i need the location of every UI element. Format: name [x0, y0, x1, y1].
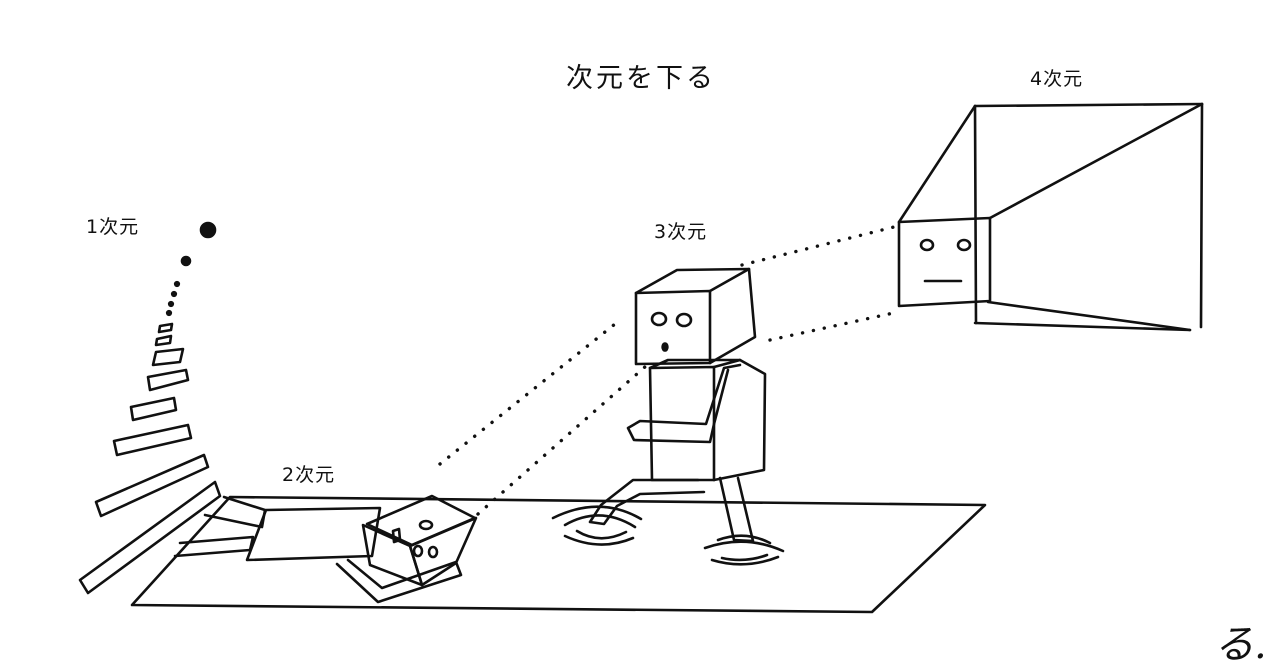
- strip-2: [154, 334, 173, 347]
- robot-head-side: [708, 267, 757, 365]
- tesseract-eye-right: [956, 238, 972, 252]
- robot-leg-left: [588, 478, 706, 526]
- tesseract-diagonal-top: [988, 102, 1204, 220]
- ripple-left-4: [563, 534, 635, 546]
- tesseract-front-face: [897, 216, 992, 308]
- tesseract-back-edge-right: [1199, 102, 1204, 329]
- flat-robot-2d: [173, 494, 478, 604]
- flat-eye-1: [418, 519, 434, 531]
- strip-1: [157, 322, 174, 334]
- flat-leg: [335, 558, 463, 604]
- robot-mouth: [661, 342, 669, 352]
- label-dimension-3: 3次元: [654, 221, 708, 243]
- ripple-left-3: [575, 529, 628, 540]
- dimension-1-sequence: [78, 221, 222, 595]
- tesseract-eye-left: [919, 238, 935, 252]
- strip-6: [112, 423, 193, 457]
- flat-eye-3: [427, 545, 439, 559]
- standing-robot-3d: [551, 267, 785, 566]
- tesseract-4d: [897, 102, 1204, 332]
- robot-head-front: [634, 289, 712, 366]
- flat-head-top: [365, 494, 477, 547]
- page-title: 次元を下る: [566, 63, 716, 94]
- strip-8: [78, 480, 222, 595]
- floor-mat: [130, 495, 987, 614]
- ripple-left-1: [563, 514, 637, 529]
- ripple-right-3: [720, 553, 769, 562]
- projection-3d-lower: [476, 364, 648, 516]
- robot-leg-right: [718, 476, 755, 543]
- projection-lines: [438, 224, 900, 516]
- flat-body: [245, 506, 382, 562]
- tesseract-back-edge-bottom: [973, 321, 1192, 332]
- flat-mouth: [391, 527, 402, 544]
- projection-3d-upper: [438, 318, 622, 466]
- robot-head-top: [634, 267, 751, 295]
- artist-signature: る.: [1214, 622, 1267, 668]
- ripple-right-2: [703, 540, 785, 553]
- label-dimension-4: 4次元: [1030, 68, 1084, 90]
- robot-eye-right: [675, 312, 693, 328]
- projection-4d-bottom: [768, 310, 900, 342]
- flat-eye-2: [412, 544, 424, 558]
- dot-medium: [180, 255, 192, 267]
- tesseract-back-edge-left: [973, 104, 978, 325]
- robot-arm: [626, 363, 742, 444]
- projection-4d-top: [740, 224, 900, 267]
- tesseract-back-edge-top: [973, 102, 1204, 108]
- ripple-right-1: [716, 534, 772, 545]
- flat-head-side: [408, 516, 478, 587]
- tesseract-diagonal-bottom: [986, 300, 1192, 332]
- robot-body-side: [712, 358, 767, 482]
- label-dimension-1: 1次元: [86, 216, 140, 238]
- robot-body-top: [648, 358, 742, 370]
- strip-5: [129, 396, 178, 422]
- flat-arm-lower: [173, 535, 255, 558]
- dot-large: [199, 221, 217, 239]
- strip-3: [151, 347, 185, 367]
- ripple-left-2: [551, 505, 643, 521]
- robot-eye-left: [650, 311, 668, 327]
- strip-7: [94, 453, 210, 518]
- ripple-right-4: [710, 555, 780, 566]
- tesseract-strut: [897, 104, 977, 224]
- strip-4: [146, 368, 190, 392]
- label-dimension-2: 2次元: [282, 464, 336, 486]
